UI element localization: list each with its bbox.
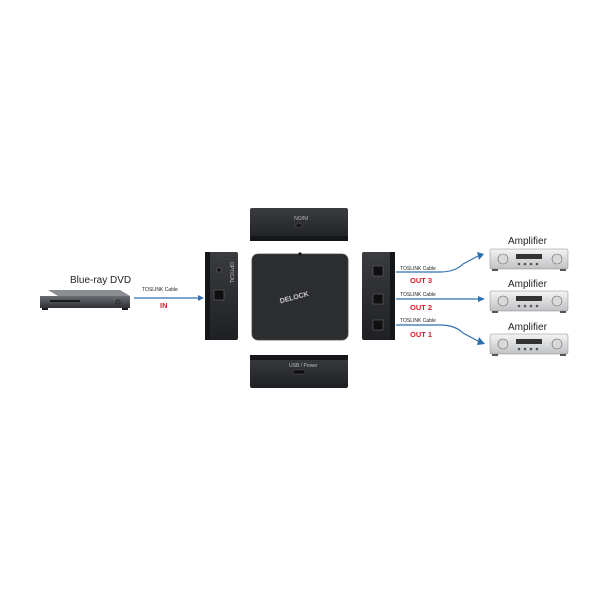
splitter-right-side (362, 252, 395, 340)
volume-knob-icon (497, 295, 509, 307)
small-knob-icon (523, 304, 527, 308)
top-side-edge (250, 236, 348, 241)
amplifier-2: Amplifier (489, 279, 569, 313)
right-side-edge (390, 252, 395, 340)
usb-port-icon (292, 369, 306, 375)
arrow-down-right-icon (477, 337, 485, 345)
amp2-label: Amplifier (508, 279, 548, 290)
top-port-icon (295, 223, 303, 228)
left-port-label: OPTICAL (228, 262, 234, 284)
output-cable-1: TOSLINK Cable OUT 1 (396, 318, 485, 345)
splitter-left-side: OPTICAL (205, 252, 238, 340)
bottom-port-label: USB / Power (289, 363, 318, 369)
bluray-player: Blue-ray DVD (40, 275, 131, 310)
arrow-right-icon (478, 296, 485, 302)
splitter-top-side: IN/ON (250, 208, 348, 241)
amp-foot (492, 311, 498, 313)
amp-foot (560, 311, 566, 313)
amp-display (516, 296, 542, 301)
selector-knob-icon (551, 338, 563, 350)
left-side-edge (205, 252, 210, 340)
out2-label: OUT 2 (410, 303, 432, 312)
toslink-out2-port-icon (372, 293, 384, 305)
amp1-label: Amplifier (508, 236, 548, 247)
small-knob-icon (535, 262, 539, 266)
amp3-label: Amplifier (508, 322, 548, 333)
amp-display (516, 339, 542, 344)
amp-foot (560, 354, 566, 356)
toslink-out3-port-icon (372, 265, 384, 277)
cable-in-label: TOSLINK Cable (142, 287, 178, 293)
splitter-main: DELOCK (251, 252, 349, 341)
splitter-led-icon (298, 252, 302, 256)
volume-knob-icon (497, 253, 509, 265)
cable-out1-label: TOSLINK Cable (400, 318, 436, 324)
source-label: Blue-ray DVD (70, 275, 131, 286)
splitter-body (252, 254, 348, 340)
cable-out2-label: TOSLINK Cable (400, 292, 436, 298)
small-knob-icon (529, 262, 533, 266)
small-knob-icon (517, 347, 521, 351)
amp-foot (492, 354, 498, 356)
output-cable-3-line (396, 255, 479, 273)
splitter-bottom-side: USB / Power (250, 355, 348, 388)
output-cable-1-line (396, 324, 479, 342)
bluray-foot (122, 308, 128, 310)
amp-display (516, 254, 542, 259)
top-port-label: IN/ON (294, 214, 308, 220)
input-cable: TOSLINK Cable IN (134, 287, 204, 310)
amplifier-1: Amplifier (489, 236, 569, 271)
arrow-right-icon (198, 295, 204, 301)
selector-knob-icon (551, 295, 563, 307)
selector-knob-icon (551, 253, 563, 265)
amp-foot (560, 269, 566, 271)
bluray-power-icon (115, 299, 121, 305)
bluray-foot (42, 308, 48, 310)
out3-label: OUT 3 (410, 276, 432, 285)
output-cable-3: TOSLINK Cable OUT 3 (396, 252, 484, 285)
out1-label: OUT 1 (410, 330, 432, 339)
toslink-out1-port-icon (372, 319, 384, 331)
in-label: IN (160, 301, 168, 310)
bluray-disc-tray (50, 300, 80, 302)
bluray-top (48, 290, 130, 296)
amp-foot (492, 269, 498, 271)
toslink-in-port-icon (213, 289, 225, 301)
amplifier-3: Amplifier (489, 322, 569, 356)
arrow-up-right-icon (477, 252, 484, 260)
small-knob-icon (523, 262, 527, 266)
small-knob-icon (523, 347, 527, 351)
small-knob-icon (517, 262, 521, 266)
small-knob-icon (535, 347, 539, 351)
small-knob-icon (529, 304, 533, 308)
output-cable-2: TOSLINK Cable OUT 2 (396, 292, 485, 312)
small-knob-icon (517, 304, 521, 308)
bluray-front (40, 296, 130, 308)
small-knob-icon (535, 304, 539, 308)
small-knob-icon (529, 347, 533, 351)
cable-out3-label: TOSLINK Cable (400, 266, 436, 272)
led-icon (216, 267, 222, 273)
bottom-side-edge (250, 355, 348, 360)
volume-knob-icon (497, 338, 509, 350)
